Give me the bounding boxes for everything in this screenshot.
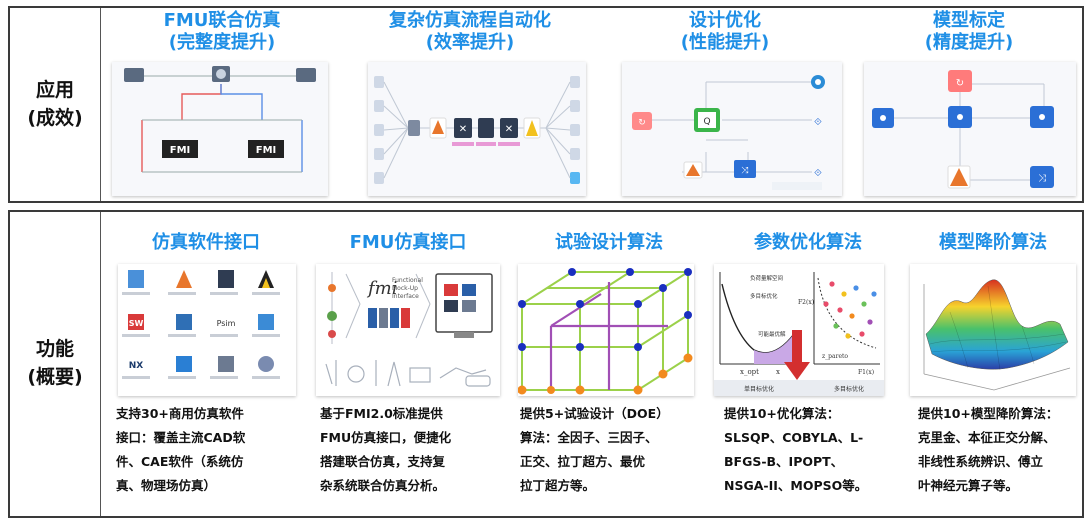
- process-automation-diagram: ✕ ✕: [368, 62, 586, 196]
- svg-text:Q: Q: [703, 117, 710, 127]
- fmi-logo-text: FMI: [256, 145, 277, 156]
- fmi-logo-line2: Mock-Up: [392, 285, 418, 292]
- row-label-line2: (成效): [27, 106, 83, 129]
- feature-doe: 试验设计算法: [510, 212, 708, 516]
- opt-label-b: 多目标优化: [750, 292, 778, 300]
- feature-fmu-interface: FMU仿真接口 fmi Functional Mock-Up Interface: [308, 212, 508, 516]
- row-divider: [100, 8, 101, 201]
- opt-caption-left: 单目标优化: [744, 385, 774, 393]
- model-calibration-diagram: ↻ ⤨: [864, 62, 1076, 196]
- feature-title: 试验设计算法: [555, 232, 663, 253]
- doe-lattice-graphic: [518, 264, 694, 396]
- svg-text:⤨: ⤨: [741, 166, 749, 176]
- app-title: 设计优化 (性能提升): [680, 10, 770, 53]
- app-design-optimization: 设计优化 (性能提升) ↻ Q ⤨: [604, 8, 846, 201]
- svg-text:✕: ✕: [505, 124, 513, 135]
- feature-title: 参数优化算法: [754, 232, 862, 253]
- app-title: 模型标定 (精度提升): [924, 10, 1014, 53]
- svg-text:SW: SW: [129, 319, 144, 328]
- fmi-logo-word: fmi: [366, 278, 398, 299]
- feature-description: 支持30+商用仿真软件 接口：覆盖主流CAD软 件、CAE软件（系统仿 真、物理…: [116, 406, 246, 493]
- feature-description: 提供10+优化算法： SLSQP、COBYLA、L- BFGS-B、IPOPT、…: [724, 406, 868, 493]
- opt-xlabel-left: x_opt: [740, 368, 759, 376]
- applications-panel: 应用 (成效) FMU联合仿真 (完整度提升): [8, 6, 1084, 203]
- fmu-cosim-diagram: FMI FMI: [112, 62, 328, 196]
- features-panel: 功能 (概要) 仿真软件接口 SW Psim NX: [8, 210, 1084, 518]
- opt-pareto-label: z_pareto: [822, 353, 848, 360]
- app-fmu-cosim: FMU联合仿真 (完整度提升) FMI FMI: [108, 8, 336, 201]
- software-icons-grid: SW Psim NX: [118, 264, 296, 396]
- svg-text:↻: ↻: [638, 118, 646, 128]
- opt-xlabel-right2: F1(x): [858, 369, 874, 376]
- optimization-plots: 负荷量解空间 多目标优化 可能最优解 x_opt x 单目标优化 多目标优化 F…: [714, 264, 884, 396]
- opt-label-a: 负荷量解空间: [750, 274, 783, 282]
- svg-text:⤨: ⤨: [1038, 173, 1046, 184]
- row-label-applications: 应用 (成效): [10, 8, 100, 201]
- svg-text:✕: ✕: [459, 124, 467, 135]
- svg-text:↻: ↻: [956, 78, 964, 89]
- fmi-logo-text: FMI: [170, 145, 191, 156]
- svg-text:⟐: ⟐: [814, 168, 822, 179]
- row-divider: [100, 212, 101, 516]
- opt-label-c: 可能最优解: [758, 330, 786, 338]
- svg-text:NX: NX: [129, 361, 144, 371]
- fmi-logo-line1: Functional: [392, 277, 423, 284]
- svg-text:⟐: ⟐: [814, 117, 822, 128]
- feature-title: FMU仿真接口: [349, 232, 467, 253]
- fmi-standard-graphic: fmi Functional Mock-Up Interface: [316, 264, 500, 396]
- row-label-line2: (概要): [27, 366, 83, 388]
- feature-model-reduction: 模型降阶算法: [904, 212, 1082, 516]
- opt-caption-right: 多目标优化: [834, 385, 864, 393]
- row-label-line1: 应用: [35, 78, 74, 101]
- app-title: 复杂仿真流程自动化 (效率提升): [389, 10, 551, 53]
- feature-description: 基于FMI2.0标准提供 FMU仿真接口，便捷化 搭建联合仿真，支持复 杂系统联…: [320, 406, 452, 493]
- opt-xlabel-right: x: [776, 368, 780, 376]
- feature-title: 模型降阶算法: [939, 232, 1047, 253]
- app-model-calibration: 模型标定 (精度提升) ↻: [856, 8, 1082, 201]
- app-process-automation: 复杂仿真流程自动化 (效率提升): [350, 8, 590, 201]
- feature-description: 提供5+试验设计（DOE） 算法：全因子、三因子、 正交、拉丁超方、最优 拉丁超…: [520, 406, 669, 493]
- feature-optimization: 参数优化算法 负荷量解空间 多目标优化 可能最优解 x_opt x 单目标优化 …: [710, 212, 906, 516]
- row-label-features: 功能 (概要): [10, 212, 100, 516]
- feature-software-interface: 仿真软件接口 SW Psim NX: [108, 212, 304, 516]
- svg-text:Psim: Psim: [217, 319, 236, 328]
- row-label-line1: 功能: [35, 338, 74, 361]
- design-optimization-diagram: ↻ Q ⤨ ⟐ ⟐: [622, 62, 842, 196]
- opt-ylabel-right: F2(x): [798, 299, 814, 306]
- feature-title: 仿真软件接口: [152, 232, 260, 253]
- fmi-logo-line3: Interface: [392, 293, 419, 300]
- feature-description: 提供10+模型降阶算法： 克里金、本征正交分解、 非线性系统辨识、傅立 叶神经元…: [918, 406, 1059, 493]
- app-title: FMU联合仿真 (完整度提升): [163, 10, 281, 53]
- surrogate-surface-graphic: [910, 264, 1076, 396]
